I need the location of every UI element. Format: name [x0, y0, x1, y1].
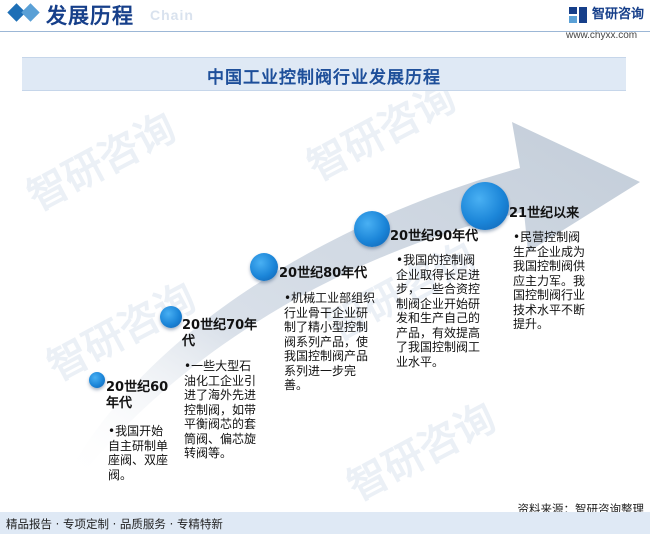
milestone-node [160, 306, 182, 328]
milestone-node [89, 372, 105, 388]
header-divider [0, 31, 650, 32]
milestone-desc: •机械工业部组织行业骨干企业研制了精小型控制阀系列产品，使我国控制阀产品系列进一… [284, 291, 376, 392]
milestone-desc: •我国开始自主研制单座阀、双座阀。 [108, 424, 169, 482]
section-subtitle: Chain [150, 7, 194, 23]
milestone-node [461, 182, 509, 230]
logo-icon [569, 7, 587, 23]
diagram-title-bar: 中国工业控制阀行业发展历程 [22, 57, 626, 91]
milestone-desc: •一些大型石油化工企业引进了海外先进控制阀，如带平衡阀芯的套筒阀、偏芯旋转阀等。 [184, 359, 257, 460]
section-title: 发展历程 [46, 3, 134, 28]
milestone-desc: •我国的控制阀企业取得长足进步，一些合资控制阀企业开始研发和生产自己的产品，有效… [396, 253, 481, 369]
logo-name: 智研咨询 [592, 7, 645, 22]
milestone-node [354, 211, 390, 247]
milestone-era: 20世纪70年代 [182, 318, 258, 349]
logo-url: www.chyxx.com [566, 30, 638, 41]
milestone-era: 20世纪60年代 [106, 380, 169, 411]
milestone-node [250, 253, 278, 281]
milestone-desc: •民营控制阀生产企业成为我国控制阀供应主力军。我国控制阀行业技术水平不断提升。 [513, 230, 586, 331]
diagram-title: 中国工业控制阀行业发展历程 [207, 68, 441, 88]
header: 发展历程 Chain 智研咨询 www.chyxx.com [0, 0, 650, 41]
footer-text: 精品报告 · 专项定制 · 品质服务 · 专精特新 [6, 517, 223, 531]
milestone-era: 20世纪80年代 [279, 266, 368, 281]
milestone-era: 21世纪以来 [509, 206, 580, 221]
milestone-era: 20世纪90年代 [390, 229, 479, 244]
footer-bar: 精品报告 · 专项定制 · 品质服务 · 专精特新 [0, 512, 650, 534]
